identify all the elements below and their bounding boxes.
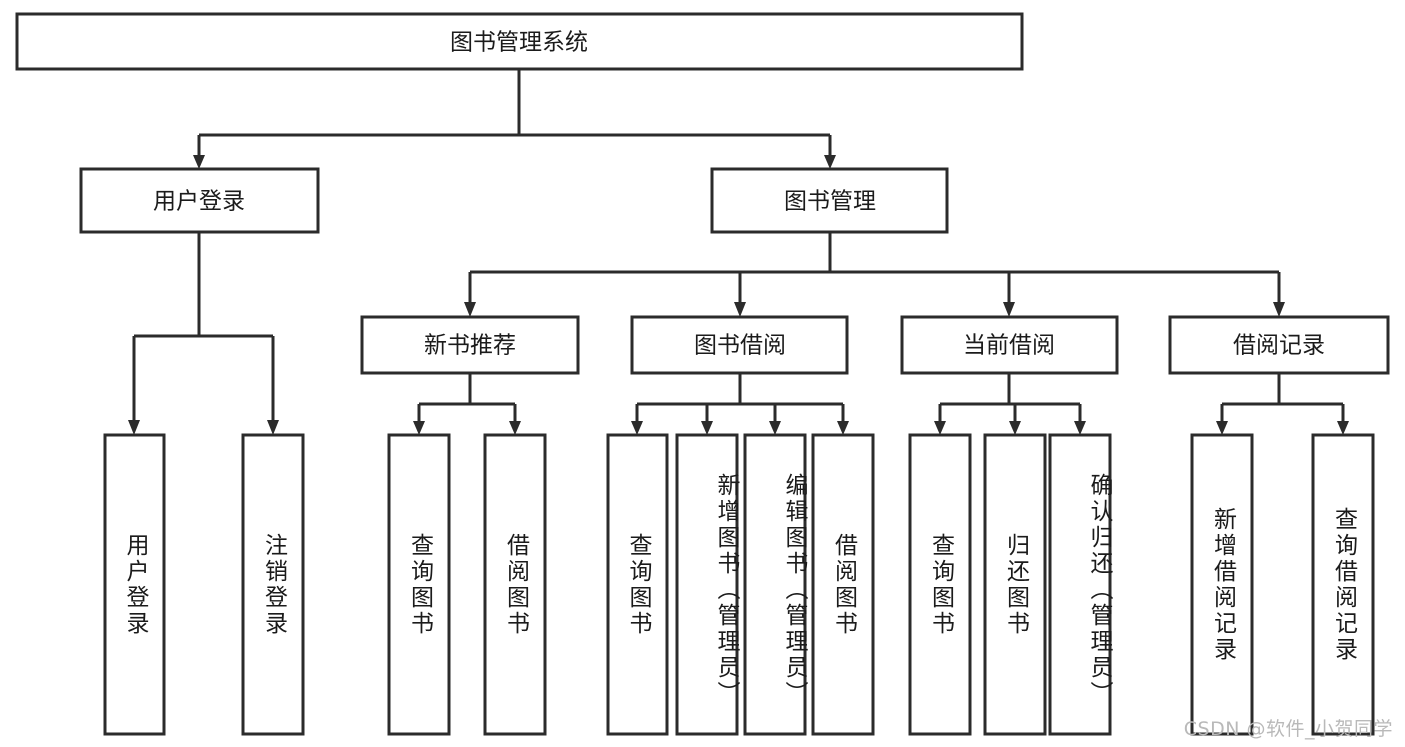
node-current-borrow-box[interactable] — [900, 315, 1119, 375]
arrowhead-current-borrow — [1003, 302, 1015, 317]
connector-group-root-to-level2 — [193, 69, 836, 169]
connector-group-user-login-to-leaves — [128, 232, 279, 435]
node-leaf-add-borrow-record-label: 新增借阅记录 — [1209, 506, 1236, 663]
connector-group-new-book-recommend-to-leaves — [413, 373, 521, 435]
node-leaf-confirm-return-admin-box[interactable] — [1048, 433, 1112, 736]
arrowhead-leaf-query-book-new — [413, 421, 425, 435]
arrowhead-user-login — [193, 155, 205, 169]
node-leaf-query-book-new-label: 查询图书 — [406, 532, 433, 637]
node-leaf-borrow-book-box[interactable] — [811, 433, 875, 736]
node-borrow-record[interactable]: 借阅记录 — [1168, 315, 1390, 375]
node-leaf-query-book-current-label: 查询图书 — [927, 532, 954, 637]
node-leaf-add-book-admin-label: 新增图书（管理员） — [713, 472, 739, 707]
node-leaf-edit-book-admin-box[interactable] — [743, 433, 807, 736]
node-user-login-label: 用户登录 — [153, 189, 245, 215]
node-leaf-borrow-book-new-label: 借阅图书 — [502, 532, 529, 637]
node-user-login[interactable]: 用户登录 — [79, 167, 320, 234]
node-leaf-add-borrow-record-box[interactable] — [1190, 433, 1254, 736]
node-leaf-logout-label: 注销登录 — [260, 532, 287, 637]
node-book-manage[interactable]: 图书管理 — [710, 167, 949, 234]
arrowhead-leaf-logout — [267, 420, 279, 435]
node-book-borrow[interactable]: 图书借阅 — [630, 315, 849, 375]
arrowhead-leaf-borrow-book — [837, 421, 849, 435]
node-root-label: 图书管理系统 — [450, 30, 588, 56]
node-new-book-recommend-box[interactable] — [360, 315, 580, 375]
arrowhead-leaf-borrow-book-new — [509, 421, 521, 435]
arrowhead-leaf-query-borrow-record — [1337, 421, 1349, 435]
node-root-box[interactable] — [15, 12, 1024, 71]
node-leaf-add-book-admin-box[interactable] — [675, 433, 739, 736]
node-leaf-query-book-new-box[interactable] — [387, 433, 451, 736]
node-leaf-return-book-label: 归还图书 — [1002, 532, 1029, 637]
arrowhead-leaf-confirm-return-admin — [1074, 421, 1086, 435]
node-new-book-recommend-label: 新书推荐 — [424, 333, 516, 359]
arrowhead-leaf-query-book-current — [934, 421, 946, 435]
node-leaf-borrow-book-label: 借阅图书 — [830, 532, 857, 637]
arrowhead-leaf-user-login — [128, 420, 140, 435]
node-book-borrow-label: 图书借阅 — [694, 333, 786, 359]
node-current-borrow[interactable]: 当前借阅 — [900, 315, 1119, 375]
connector-group-book-manage-to-level3 — [464, 232, 1285, 317]
node-current-borrow-label: 当前借阅 — [963, 333, 1055, 359]
arrowhead-leaf-add-book-admin — [701, 421, 713, 435]
node-user-login-box[interactable] — [79, 167, 320, 234]
node-book-manage-box[interactable] — [710, 167, 949, 234]
node-leaf-query-book-borrow-box[interactable] — [606, 433, 669, 736]
connector-group-borrow-record-to-leaves — [1216, 373, 1349, 435]
connector-group-book-borrow-to-leaves — [631, 373, 849, 435]
arrowhead-leaf-query-book-borrow — [631, 421, 643, 435]
node-borrow-record-label: 借阅记录 — [1233, 333, 1325, 359]
node-leaf-query-book-borrow-label: 查询图书 — [625, 532, 651, 637]
node-leaf-user-login-box[interactable] — [103, 433, 166, 736]
arrowhead-book-manage — [824, 155, 836, 169]
leaf-box-group — [103, 433, 1375, 736]
arrowhead-borrow-record — [1273, 302, 1285, 317]
node-borrow-record-box[interactable] — [1168, 315, 1390, 375]
node-leaf-edit-book-admin-label: 编辑图书（管理员） — [781, 472, 807, 707]
arrowhead-leaf-edit-book-admin — [769, 421, 781, 435]
node-book-borrow-box[interactable] — [630, 315, 849, 375]
node-root[interactable]: 图书管理系统 — [15, 12, 1024, 71]
node-leaf-return-book-box[interactable] — [983, 433, 1047, 736]
node-leaf-query-borrow-record-label: 查询借阅记录 — [1330, 506, 1357, 663]
node-new-book-recommend[interactable]: 新书推荐 — [360, 315, 580, 375]
arrowhead-new-book-recommend — [464, 302, 476, 317]
watermark-text: CSDN @软件_小贺同学 — [1183, 718, 1393, 740]
arrowhead-leaf-return-book — [1009, 421, 1021, 435]
arrowhead-leaf-add-borrow-record — [1216, 421, 1228, 435]
node-leaf-query-borrow-record-box[interactable] — [1311, 433, 1375, 736]
arrowhead-book-borrow — [734, 302, 746, 317]
node-leaf-query-book-current-box[interactable] — [908, 433, 972, 736]
node-leaf-borrow-book-new-box[interactable] — [483, 433, 547, 736]
node-leaf-logout-box[interactable] — [241, 433, 305, 736]
connector-group-current-borrow-to-leaves — [934, 373, 1086, 435]
node-leaf-user-login-label: 用户登录 — [122, 532, 148, 637]
node-book-manage-label: 图书管理 — [784, 189, 876, 215]
node-leaf-confirm-return-admin-label: 确认归还（管理员） — [1086, 472, 1112, 707]
